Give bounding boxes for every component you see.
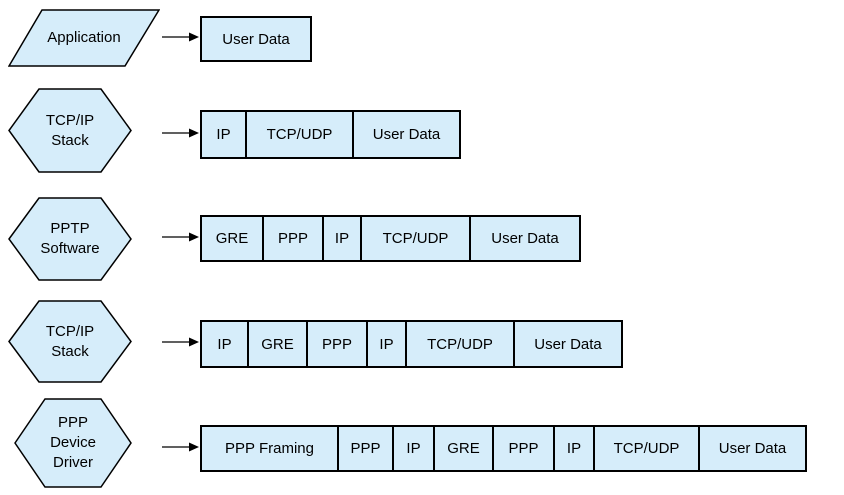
packet-cell-tcp-udp: TCP/UDP: [593, 427, 698, 470]
packet-strip: IP GRE PPP IP TCP/UDP User Data: [200, 320, 623, 368]
stage-label-line: Stack: [51, 131, 89, 149]
packet-cell-gre: GRE: [247, 322, 306, 366]
hexagon-icon: [8, 88, 132, 173]
hexagon-icon: [8, 197, 132, 281]
packet-cell-label: PPP: [277, 230, 308, 247]
packet-cell-label: IP: [217, 335, 232, 353]
packet-cell-label: IP: [566, 440, 582, 457]
packet-cell-ip: IP: [553, 427, 593, 470]
packet-cell-user-data: User Data: [352, 112, 459, 157]
stage-label-line: Application: [47, 29, 121, 46]
packet-cell-label: GRE: [215, 230, 249, 247]
stage-label-line: TCP/IP: [45, 322, 95, 340]
hexagon-outline: [8, 300, 132, 383]
packet-cell-tcp-udp: TCP/UDP: [360, 217, 469, 260]
stage-label-line: PPTP: [50, 220, 90, 237]
packet-cell-user-data: User Data: [469, 217, 579, 260]
hexagon-icon: [8, 300, 132, 383]
packet-cell-ip: IP: [366, 322, 405, 366]
packet-strip: PPP Framing PPP IP GRE PPP IP TCP/UDP User Data: [200, 425, 807, 472]
packet-cell-label: User Data: [491, 230, 559, 247]
packet-cell-tcp-udp: TCP/UDP: [245, 112, 352, 157]
stage-label: TCP/IP Stack: [8, 300, 132, 383]
stage-label-line: Device: [50, 434, 96, 451]
parallelogram-outline: [8, 9, 160, 67]
packet-cell-tcp-udp: TCP/UDP: [405, 322, 513, 366]
packet-cell-gre: GRE: [202, 217, 262, 260]
hexagon-outline: [8, 88, 132, 173]
stage-shape-application: Application: [8, 9, 160, 67]
packet-cell-label: User Data: [372, 126, 441, 143]
packet-cell-label: PPP: [350, 440, 381, 457]
packet-cell-label: PPP: [508, 440, 539, 457]
arrow-right-icon: [162, 442, 199, 451]
arrow-right-icon: [162, 128, 199, 137]
stage-label: Application: [8, 9, 160, 67]
packet-cell-label: PPP Framing: [225, 440, 314, 457]
stage-label: PPTP Software: [8, 197, 132, 281]
parallelogram-icon: [8, 9, 160, 67]
arrow-right-icon: [162, 32, 199, 42]
packet-cell-ip: IP: [392, 427, 433, 470]
stage-label-line: PPP: [57, 414, 88, 431]
packet-cell-ppp: PPP: [306, 322, 366, 366]
packet-cell-ip: IP: [202, 112, 245, 157]
packet-cell-label: GRE: [261, 335, 294, 353]
hexagon-outline: [8, 197, 132, 281]
packet-cell-user-data: User Data: [513, 322, 621, 366]
packet-cell-label: User Data: [222, 30, 290, 48]
stage-shape-pptp-software: PPTP Software: [8, 197, 132, 281]
packet-cell-label: PPP: [321, 335, 352, 353]
stage-shape-tcp-ip-stack: TCP/IP Stack: [8, 88, 132, 173]
packet-cell-ppp-framing: PPP Framing: [202, 427, 337, 470]
stage-label: TCP/IP Stack: [8, 88, 132, 173]
packet-cell-label: TCP/UDP: [266, 126, 333, 143]
packet-cell-label: IP: [334, 230, 350, 247]
packet-cell-gre: GRE: [433, 427, 492, 470]
stage-label-line: TCP/IP: [45, 111, 95, 129]
arrow-right-icon: [162, 232, 199, 241]
hexagon-icon: [14, 398, 132, 488]
packet-strip: GRE PPP IP TCP/UDP User Data: [200, 215, 581, 262]
packet-cell-ppp: PPP: [492, 427, 553, 470]
packet-cell-label: User Data: [718, 440, 787, 457]
packet-cell-ip: IP: [202, 322, 247, 366]
stage-label-line: Driver: [53, 454, 93, 471]
packet-cell-user-data: User Data: [202, 18, 310, 60]
stage-label-line: Stack: [51, 342, 89, 360]
packet-strip: User Data: [200, 16, 312, 62]
packet-cell-label: User Data: [534, 335, 602, 353]
packet-cell-label: IP: [406, 440, 421, 457]
packet-cell-label: GRE: [447, 440, 480, 457]
packet-cell-label: IP: [379, 335, 394, 353]
hexagon-outline: [14, 398, 132, 488]
packet-cell-label: TCP/UDP: [613, 440, 680, 457]
stage-shape-tcp-ip-stack: TCP/IP Stack: [8, 300, 132, 383]
packet-cell-label: TCP/UDP: [382, 230, 449, 247]
packet-cell-ip: IP: [322, 217, 360, 260]
packet-cell-ppp: PPP: [337, 427, 392, 470]
packet-strip: IP TCP/UDP User Data: [200, 110, 461, 159]
arrow-right-icon: [162, 337, 199, 347]
packet-cell-user-data: User Data: [698, 427, 805, 470]
packet-cell-label: IP: [216, 126, 231, 143]
packet-cell-label: TCP/UDP: [427, 335, 493, 353]
packet-cell-ppp: PPP: [262, 217, 322, 260]
stage-label-line: Software: [40, 240, 100, 257]
